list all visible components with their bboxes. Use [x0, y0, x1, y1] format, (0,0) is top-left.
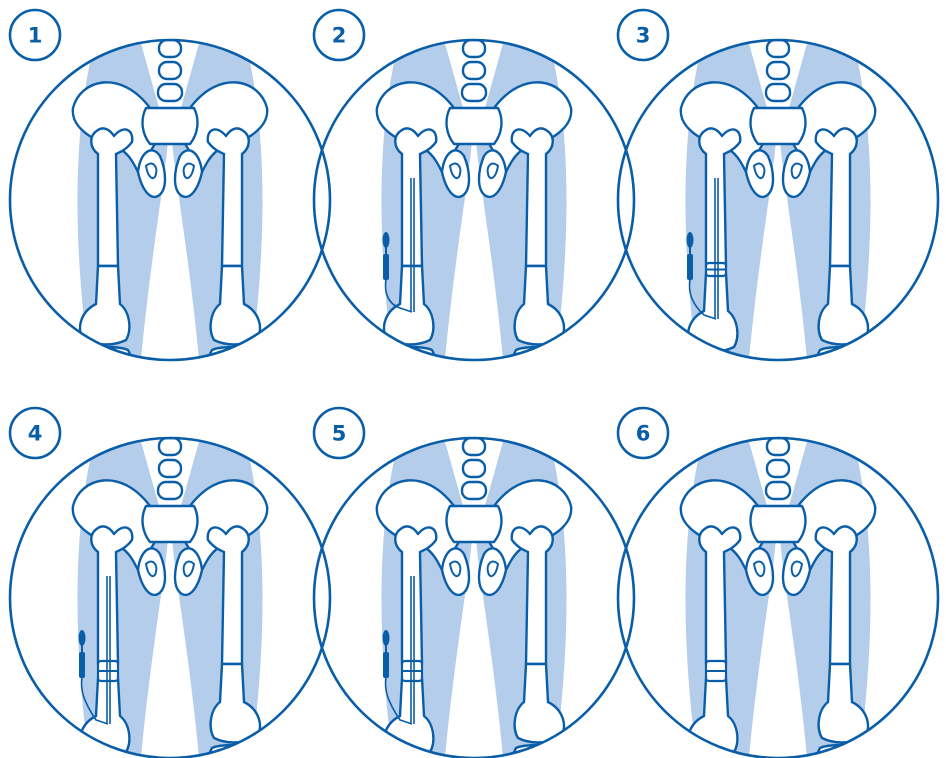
- step-panel-4: 4: [10, 408, 330, 758]
- step-number-label: 5: [332, 422, 347, 446]
- spine-icon: [462, 40, 486, 101]
- step-number-badge: 2: [314, 10, 364, 60]
- step-panel-2: 2: [314, 10, 634, 380]
- step-number-badge: 6: [618, 408, 668, 458]
- step-number-label: 4: [28, 422, 43, 446]
- step-number-label: 6: [636, 422, 651, 446]
- step-number-label: 1: [28, 24, 43, 48]
- spine-icon: [462, 438, 486, 499]
- spine-icon: [766, 40, 790, 101]
- step-number-label: 2: [332, 24, 347, 48]
- step-number-badge: 5: [314, 408, 364, 458]
- spine-icon: [158, 438, 182, 499]
- step-number-badge: 3: [618, 10, 668, 60]
- step-panel-5: 5: [314, 408, 634, 758]
- step-number-badge: 4: [10, 408, 60, 458]
- step-panel-1: 1: [10, 10, 330, 380]
- step-number-badge: 1: [10, 10, 60, 60]
- spine-icon: [766, 438, 790, 499]
- step-panel-6: 6: [618, 408, 938, 758]
- spine-icon: [158, 40, 182, 101]
- step-number-label: 3: [636, 24, 651, 48]
- step-panel-3: 3: [618, 10, 938, 387]
